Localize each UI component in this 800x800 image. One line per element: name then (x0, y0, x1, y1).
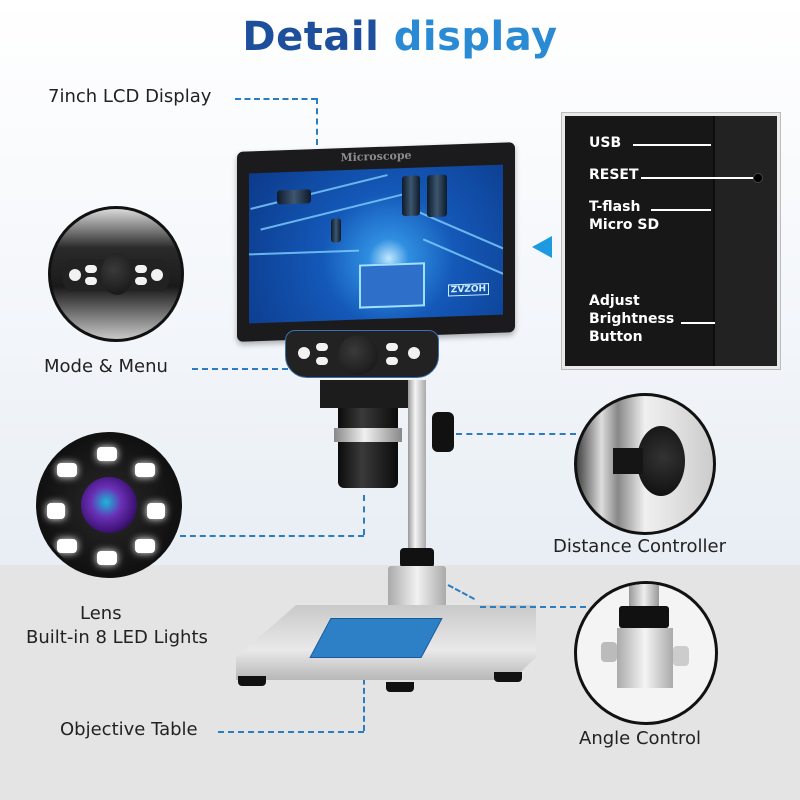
label-adjust: Adjust (589, 293, 640, 309)
callout-line-objective-table (218, 731, 364, 733)
callout-distance-controller: Distance Controller (553, 536, 726, 557)
power-button[interactable] (298, 347, 310, 359)
line-brightness (681, 322, 715, 324)
closeup-screw (601, 642, 617, 662)
label-tflash: T-flash (589, 199, 641, 215)
mode-button[interactable] (316, 343, 328, 351)
sample-pcb (309, 618, 443, 658)
base-foot (386, 682, 414, 692)
pcb-trace (249, 249, 359, 256)
monitor-brand-label: Microscope (340, 148, 412, 165)
callout-objective-table: Objective Table (60, 719, 198, 740)
callout-line-distance (456, 433, 576, 435)
lens-closeup (36, 432, 182, 578)
side-port-strip (713, 116, 777, 366)
closeup-collar (619, 606, 669, 628)
closeup-dial-icon (101, 253, 133, 295)
pole-collar (400, 548, 434, 568)
callout-line-objective-vertical (363, 660, 365, 731)
ok-button[interactable] (408, 347, 420, 359)
callout-led-lights: Built-in 8 LED Lights (26, 627, 208, 648)
page-title: Detail display (0, 14, 800, 60)
lcd-screen: ZVZOH (249, 164, 503, 324)
line-reset (641, 177, 757, 179)
label-button: Button (589, 329, 643, 345)
callout-lens: Lens (80, 603, 122, 624)
stand-pole (408, 380, 426, 550)
title-word-display: display (393, 14, 558, 60)
reset-hole-icon[interactable] (753, 173, 763, 183)
capacitor (331, 218, 341, 243)
callout-line-lens-vertical (363, 495, 365, 535)
closeup-button (135, 265, 147, 273)
led-light-icon (135, 539, 155, 553)
photo-button[interactable] (386, 343, 398, 351)
knob-shaft (613, 448, 643, 474)
callout-line-mode-menu (192, 368, 288, 370)
closeup-joint (617, 628, 673, 688)
zoom-dial-icon[interactable] (338, 335, 378, 375)
closeup-button (151, 269, 163, 281)
triangle-left-arrow-icon (532, 236, 552, 258)
screen-chip-label: ZVZOH (447, 283, 489, 297)
led-light-icon (47, 503, 65, 519)
pcb-trace (250, 174, 388, 210)
lcd-monitor: Microscope ZVZOH (237, 142, 515, 342)
base-foot (238, 676, 266, 686)
capacitor (427, 174, 447, 218)
callout-lcd-display: 7inch LCD Display (48, 86, 212, 107)
callout-angle-control: Angle Control (579, 728, 702, 749)
closeup-button (85, 265, 97, 273)
callout-mode-menu: Mode & Menu (44, 356, 168, 377)
label-brightness: Brightness (589, 311, 675, 327)
callout-line-lens (180, 535, 364, 537)
closeup-control-panel (63, 253, 169, 295)
menu-button[interactable] (316, 357, 328, 365)
camera-housing (320, 380, 420, 408)
focus-knob-icon (637, 426, 685, 496)
capacitor (277, 189, 311, 205)
line-usb (633, 144, 711, 146)
pcb-chip (359, 262, 425, 309)
line-tflash (651, 209, 711, 211)
led-light-icon (57, 539, 77, 553)
side-ports-panel: USB RESET T-flash Micro SD Adjust Bright… (562, 113, 780, 369)
label-usb: USB (589, 135, 622, 151)
closeup-pole (629, 584, 659, 608)
angle-control-closeup (574, 581, 718, 725)
label-reset: RESET (589, 167, 639, 183)
camera-lens-icon (81, 477, 137, 533)
closeup-button (135, 277, 147, 285)
closeup-screw (673, 646, 689, 666)
mode-menu-panel (285, 330, 439, 378)
led-light-icon (135, 463, 155, 477)
led-light-icon (97, 551, 117, 565)
led-light-icon (57, 463, 77, 477)
distance-controller-closeup (574, 393, 716, 535)
mode-menu-closeup (48, 206, 184, 342)
lens-ring (334, 428, 402, 442)
label-microsd: Micro SD (589, 217, 660, 233)
closeup-button (69, 269, 81, 281)
focus-knob[interactable] (432, 412, 454, 452)
title-word-detail: Detail (242, 14, 380, 60)
callout-line-lcd-vertical (316, 98, 318, 186)
led-light-icon (147, 503, 165, 519)
closeup-button (85, 277, 97, 285)
lens-tube (338, 408, 398, 488)
video-button[interactable] (386, 357, 398, 365)
callout-line-angle (480, 606, 586, 608)
led-light-icon (97, 447, 117, 461)
base-foot (494, 672, 522, 682)
callout-line-lcd (235, 98, 317, 100)
capacitor (402, 175, 420, 217)
